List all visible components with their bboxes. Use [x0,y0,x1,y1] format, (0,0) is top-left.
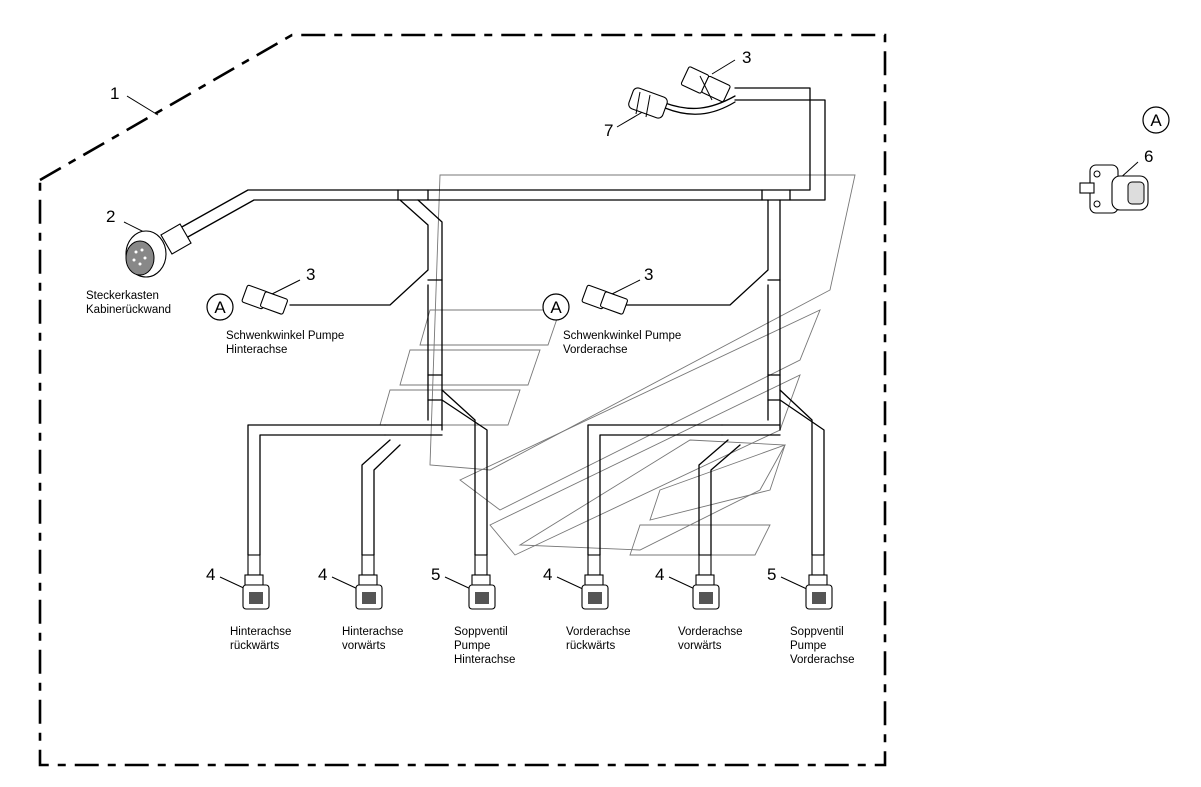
sensor-6-icon [1079,164,1149,214]
callout-6: 6 [1144,147,1153,166]
callout-4-a: 4 [206,565,215,584]
label-hinterachse-rueckwaerts: Hinterachse rückwärts [230,626,295,652]
callout-5-b: 5 [767,565,776,584]
callout-1: 1 [110,84,119,103]
label-vorderachse-vorwaerts: Vorderachse vorwärts [678,626,746,652]
round-connector-icon [125,223,192,278]
assembly-boundary [38,33,887,767]
label-pumpe-vorderachse: Schwenkwinkel Pumpe Vorderachse [563,330,684,356]
callout-7: 7 [604,121,613,140]
end-connector-hinter-rueck-icon [242,554,270,610]
detail-marker-a-front: A [542,293,570,321]
end-connector-sopp-vorder-icon [805,554,833,610]
callout-4-b: 4 [318,565,327,584]
callout-numbers: 1 2 3 7 3 3 4 4 5 4 4 5 6 [106,48,1153,584]
callout-5-a: 5 [431,565,440,584]
label-soppventil-hinterachse: Soppventil Pumpe Hinterachse [454,626,515,666]
connector-3-rear-icon [241,284,288,315]
leader-lines [123,59,1139,591]
callout-4-c: 4 [543,565,552,584]
callout-4-d: 4 [655,565,664,584]
callout-3-front: 3 [644,265,653,284]
label-steckerkasten: Steckerkasten Kabinerückwand [86,290,171,316]
svg-text:A: A [214,298,226,317]
watermark-logo [379,174,856,556]
label-hinterachse-vorwaerts: Hinterachse vorwärts [342,626,407,652]
svg-text:A: A [550,298,562,317]
connector-3-top-icon [680,66,731,103]
plug-7-icon [628,87,668,119]
label-soppventil-vorderachse: Soppventil Pumpe Vorderachse [790,626,855,666]
label-pumpe-hinterachse: Schwenkwinkel Pumpe Hinterachse [226,330,347,356]
wiring-harness [179,87,826,556]
svg-text:A: A [1150,111,1162,130]
end-connector-vorder-rueck-icon [581,554,609,610]
label-vorderachse-rueckwaerts: Vorderachse rückwärts [566,626,634,652]
detail-marker-a-rear: A [206,293,234,321]
connector-3-front-icon [581,284,628,315]
callout-3-rear: 3 [306,265,315,284]
part-labels: Steckerkasten Kabinerückwand Schwenkwink… [86,290,855,666]
callout-2: 2 [106,207,115,226]
end-connector-sopp-hinter-icon [468,554,496,610]
end-connector-vorder-vor-icon [692,554,720,610]
end-connector-hinter-vor-icon [355,554,383,610]
callout-3-top: 3 [742,48,751,67]
detail-marker-a-sensor: A [1142,106,1170,134]
